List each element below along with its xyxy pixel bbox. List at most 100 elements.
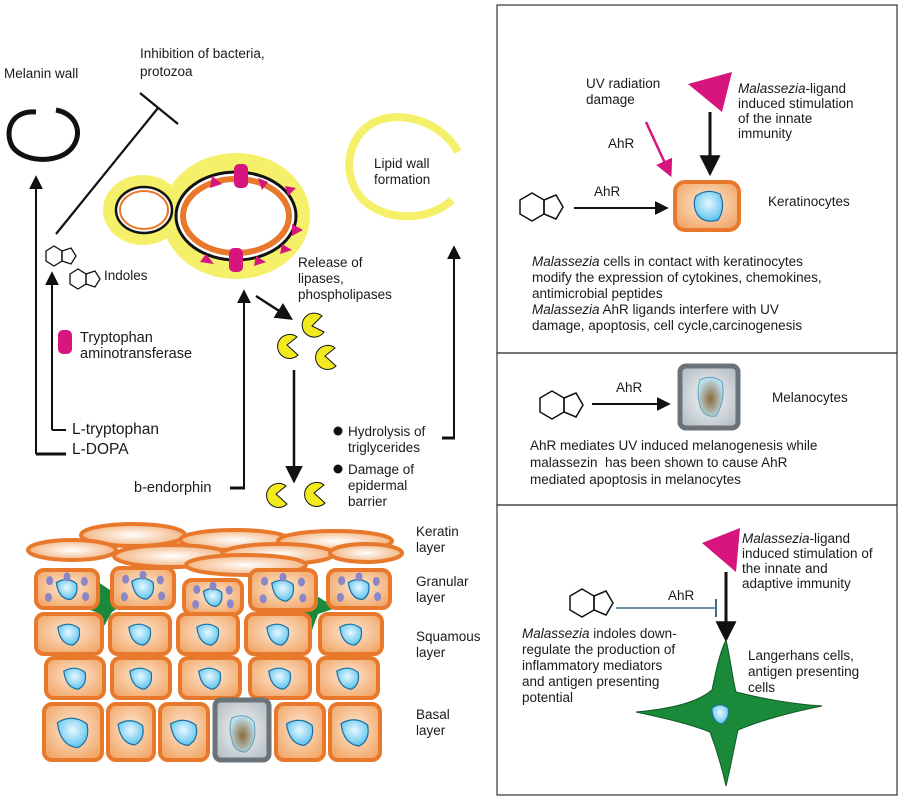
bullet-damage [333,464,343,474]
keratin-layer [26,522,404,577]
squamous-layer-label-2: layer [416,645,446,660]
granule [374,592,382,602]
epidermal-cell [274,702,326,762]
granule [156,575,164,585]
lipid-wall-label-2: formation [374,172,431,187]
cell-nucleus [57,623,81,646]
melanin-wall-icon [6,107,80,162]
melanocyte-text-2: malassezin has been shown to cause AhR [530,455,788,470]
epidermal-cell [44,656,106,700]
cell-nucleus [340,719,369,747]
ligand-triangle-icon [688,72,732,112]
indoles-label: Indoles [104,268,148,283]
lipase-pacman-icons [266,312,337,508]
granule [355,572,363,582]
keratinocyte-text-1-em: Malassezia [532,254,600,269]
granule [338,576,346,586]
basal-melanocyte-nucleus [229,715,256,753]
epidermal-cell [326,568,392,610]
lipid-wall-icon [345,113,462,221]
indoles-text-em: Malassezia [522,626,590,641]
basal-layer-label-1: Basal [416,707,450,722]
granule [120,592,128,602]
keratinocyte-text-4-em: Malassezia [532,302,600,317]
langerhans-label-3: cells [748,680,776,695]
damage-label-3: barrier [348,494,388,509]
keratinocyte-text-5: damage, apoptosis, cell cycle,carcinogen… [532,318,803,333]
cell-nucleus [268,667,292,690]
release-label-2: lipases, [298,271,344,286]
cell-nucleus [129,667,153,690]
ligand-label-4: immunity [738,126,793,141]
keratinocyte-ahr-label: AhR [594,184,621,199]
inhibition-label-1: Inhibition of bacteria, [140,46,265,61]
melanocyte-nucleus-icon [697,376,724,417]
epidermal-cell [34,568,100,610]
keratinocytes-label: Keratinocytes [768,194,850,209]
granule [226,599,234,609]
indoles-text-rest: indoles down- [589,626,677,641]
epidermal-cell [248,656,312,700]
yeast-bud [114,185,174,235]
ligand-label-rest: -ligand [805,81,847,96]
granule [225,585,233,595]
epidermal-cell [318,612,384,656]
cell-nucleus [169,719,198,747]
ligand-label-2: induced stimulation [738,96,854,111]
epidermal-cell [328,702,382,762]
granule [46,576,54,586]
ligand-label-em: Malassezia [738,81,806,96]
keratinocyte-text-3: antimicrobial peptides [532,286,663,301]
release-label-1: Release of [298,255,363,270]
indoles-text-5: potential [522,690,574,705]
indole-molecule-icon-left [45,245,101,290]
indole-molecule-icon-2 [539,390,584,420]
granule [63,572,71,582]
epidermal-cell [244,612,312,656]
epidermal-cell [110,566,176,610]
l-tryptophan-label: L-tryptophan [72,421,160,438]
l-dopa-label: L-DOPA [72,441,129,458]
epidermal-cell [178,656,242,700]
lipase-spikes [200,164,303,272]
langerhans-ahr-label: AhR [668,588,695,603]
granule [139,570,147,580]
langerhans-nucleus-icon [711,704,729,725]
granule [209,581,217,591]
epidermal-cell [108,612,172,656]
cell-nucleus [336,667,360,690]
cell-nucleus [266,623,290,646]
hydrolysis-label-1: Hydrolysis of [348,424,426,439]
epidermal-cell [248,568,318,612]
granule [192,599,200,609]
bullet-hydrolysis [333,426,343,436]
melanocytes-label: Melanocytes [772,390,848,405]
keratinocyte-text-2: modify the expression of cytokines, chem… [532,270,822,285]
damage-label-1: Damage of [348,462,415,477]
ligand2-label-rest: -ligand [809,531,851,546]
tryptophan-label-2: aminotransferase [80,346,193,362]
melanocyte-text-1: AhR mediates UV induced melanogenesis wh… [530,438,818,453]
ligand-triangle-icon-2 [702,528,740,572]
granule [193,585,201,595]
uv-arrow [644,121,673,178]
indole-molecule-icon-3 [569,588,614,618]
inhibition-label-2: protozoa [140,64,193,79]
cell-nucleus [339,623,363,646]
hydrolysis-label-2: triglycerides [348,440,421,455]
granule [44,592,52,602]
tryptophan-aminotransferase-icon [58,330,72,354]
cell-nucleus [285,719,314,747]
granule [158,591,166,601]
inhibition-bar [139,92,179,125]
cell-nucleus [196,623,220,646]
granular-layer-label-1: Granular [416,574,469,589]
cell-nucleus [63,667,87,690]
ligand-label-3: of the innate [738,111,813,126]
ligand2-label-em: Malassezia [742,531,810,546]
ligand-label-1: Malassezia-ligand [738,81,846,96]
granule [259,594,267,604]
lipid-wall-label-1: Lipid wall [374,156,430,171]
basal-layer-label-2: layer [416,723,446,738]
